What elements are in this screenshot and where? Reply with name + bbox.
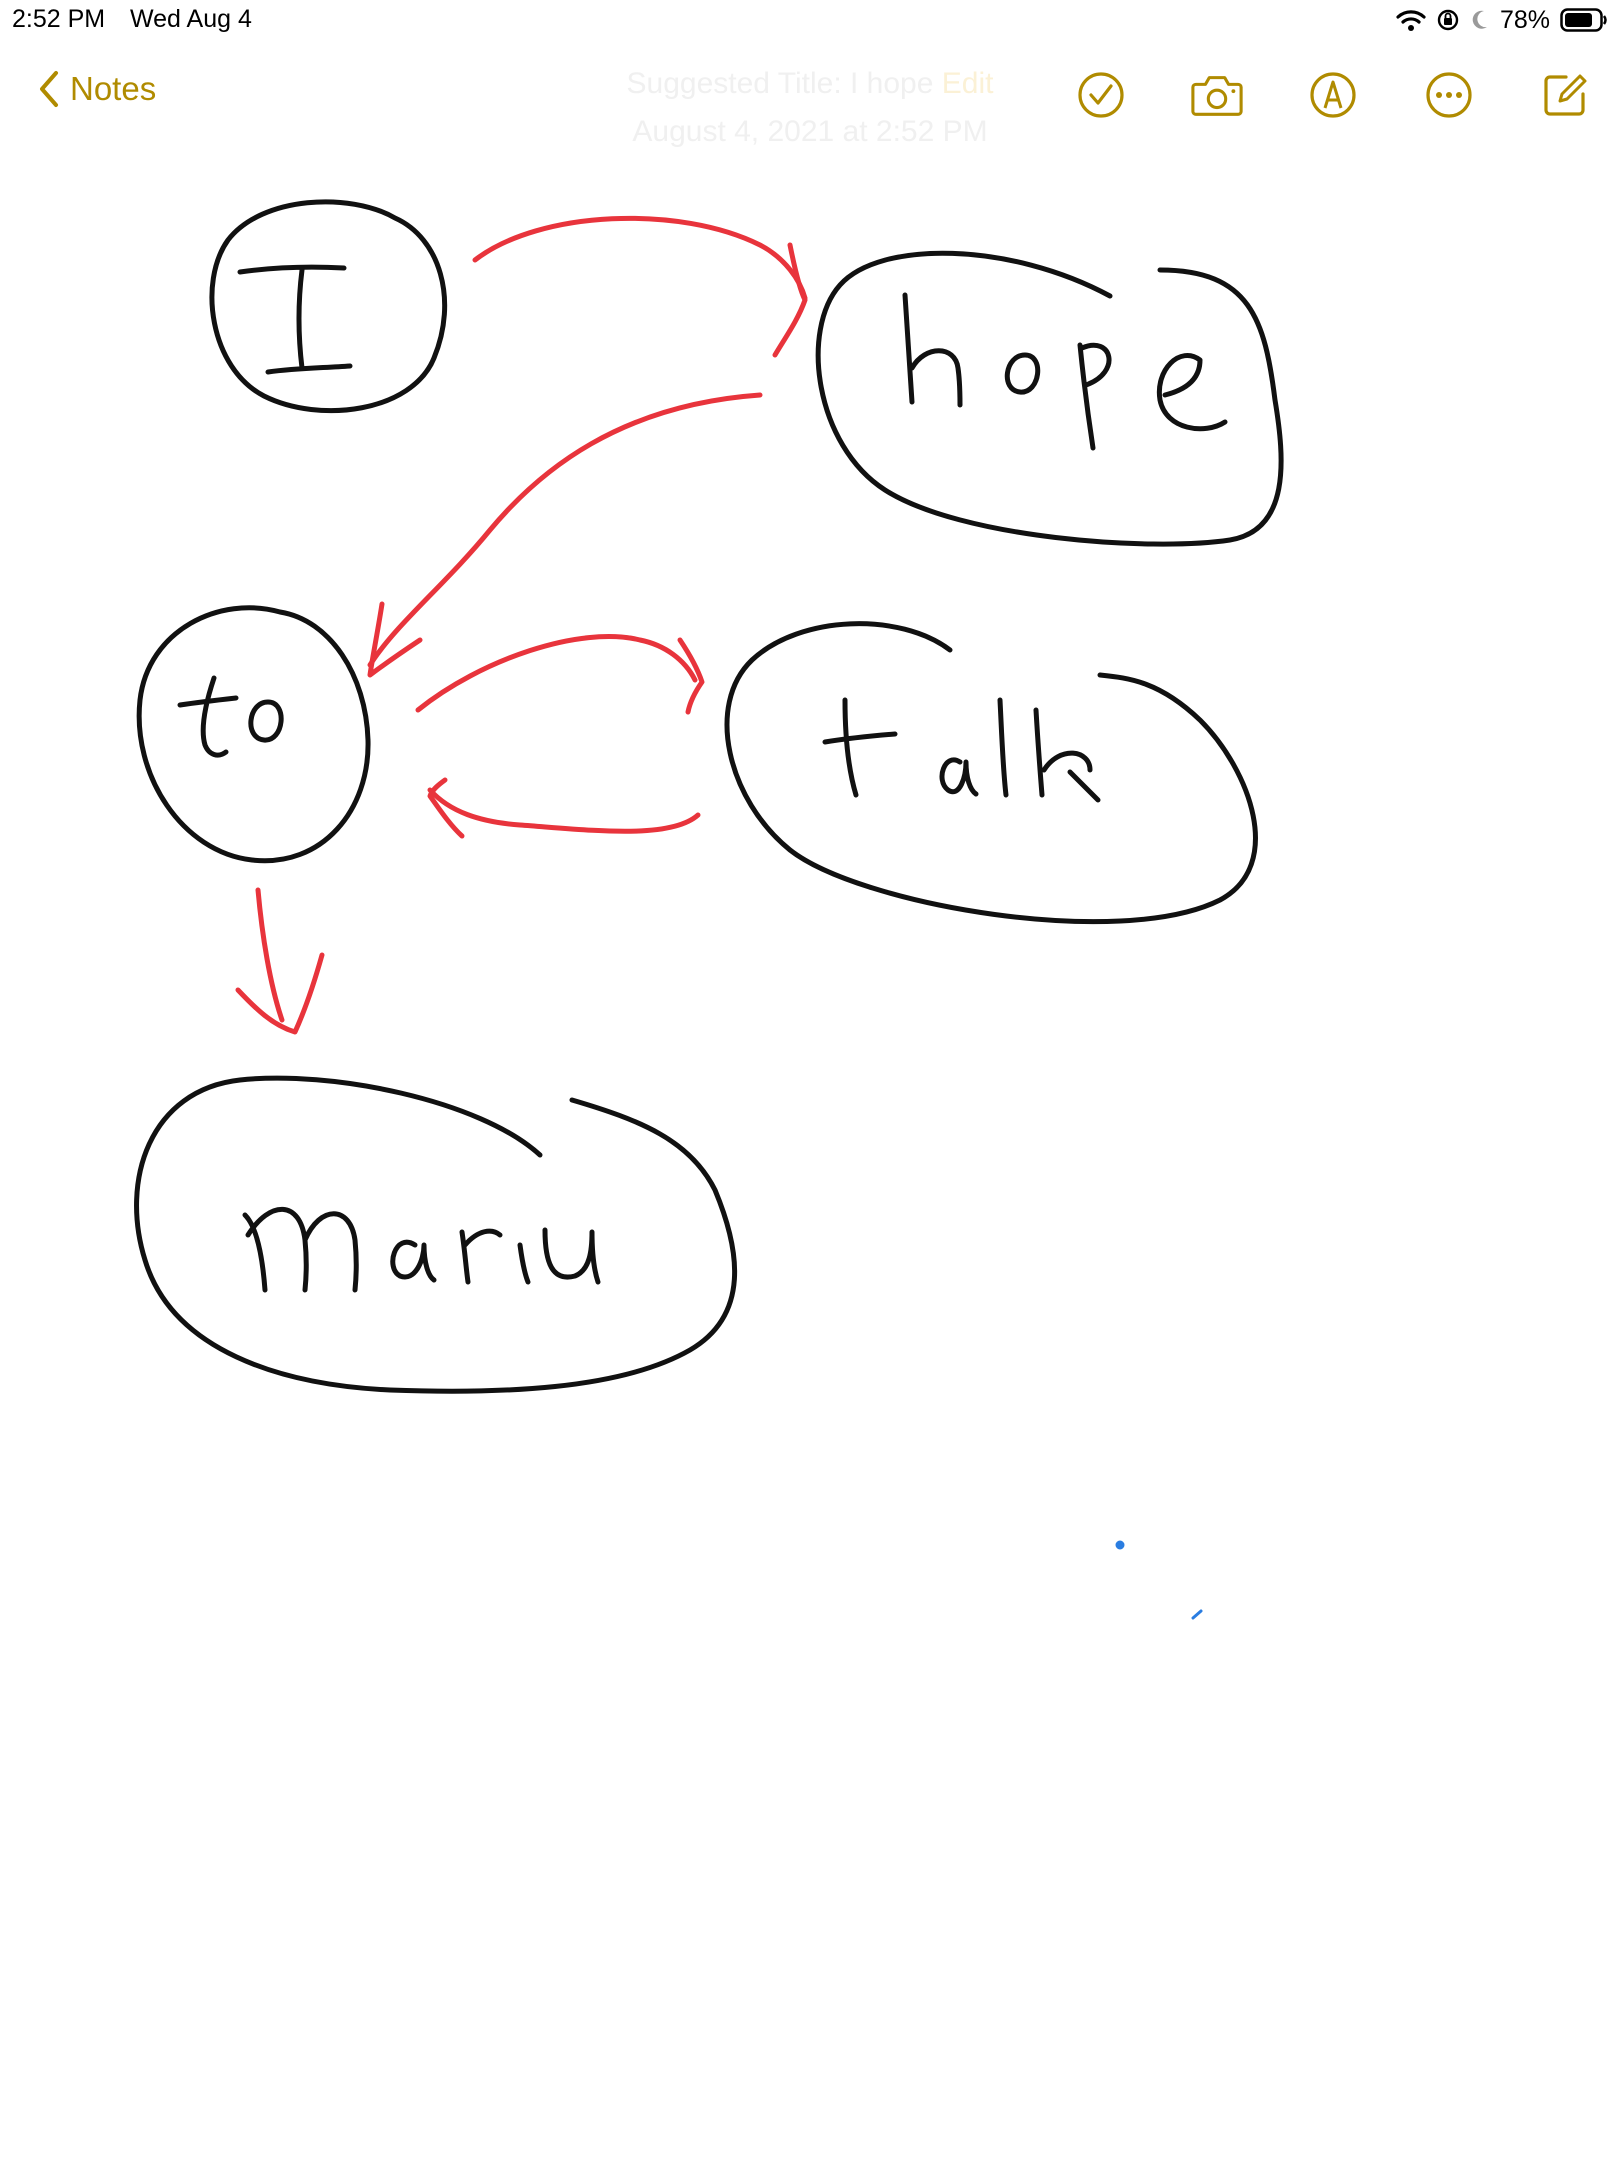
ink-arrow-to-to-maria bbox=[255, 887, 285, 1023]
ink-word-maria bbox=[242, 1206, 601, 1293]
wifi-icon bbox=[1396, 10, 1426, 31]
ink-bubble-to bbox=[136, 605, 371, 864]
camera-icon bbox=[1191, 76, 1243, 116]
more-button[interactable] bbox=[1422, 68, 1476, 122]
ink-word-i bbox=[237, 264, 353, 375]
ink-arrowhead-hope-to-to bbox=[367, 601, 423, 678]
note-date: August 4, 2021 at 2:52 PM bbox=[632, 115, 988, 148]
ink-bubble-i bbox=[209, 199, 448, 414]
back-label: Notes bbox=[70, 70, 157, 107]
status-bar: 2:52 PM Wed Aug 4 78% bbox=[0, 0, 1620, 40]
checklist-icon bbox=[1078, 72, 1124, 118]
chevron-left-icon bbox=[40, 71, 58, 107]
nav-bar: Notes Suggested Title: I hope Edit Augus… bbox=[0, 52, 1620, 182]
markup-pen-icon bbox=[1310, 72, 1356, 118]
more-icon bbox=[1426, 72, 1472, 118]
moon-icon bbox=[1472, 10, 1487, 29]
ink-blue-dot-2 bbox=[1191, 1609, 1203, 1620]
edit-title-link[interactable]: Edit bbox=[941, 67, 994, 100]
status-date: Wed Aug 4 bbox=[130, 5, 252, 33]
ink-arrowhead-to-to-maria bbox=[235, 952, 325, 1035]
ink-arrow-to-to-talk bbox=[415, 634, 698, 713]
suggested-title: Suggested Title: I hope bbox=[626, 67, 934, 100]
camera-button[interactable] bbox=[1190, 68, 1244, 122]
ink-word-to bbox=[177, 675, 284, 758]
ink-arrow-hope-to-to bbox=[367, 392, 763, 668]
battery-icon bbox=[1560, 8, 1607, 32]
ink-arrow-i-to-hope bbox=[472, 215, 808, 301]
ink-arrowhead-talk-to-to bbox=[427, 777, 465, 839]
status-time: 2:52 PM bbox=[12, 5, 106, 33]
markup-button[interactable] bbox=[1306, 68, 1360, 122]
ink-arrowhead-i-to-hope bbox=[772, 242, 808, 358]
ink-blue-dot-1 bbox=[1115, 1540, 1125, 1550]
ink-bubble-talk bbox=[724, 621, 1258, 925]
note-header: Suggested Title: I hope Edit August 4, 2… bbox=[0, 60, 1620, 156]
ink-word-hope bbox=[902, 292, 1228, 451]
compose-icon bbox=[1544, 74, 1587, 116]
ink-arrow-talk-to-to bbox=[427, 787, 701, 834]
ink-bubble-maria bbox=[134, 1075, 738, 1394]
compose-button[interactable] bbox=[1538, 68, 1592, 122]
ink-arrowhead-to-to-talk bbox=[677, 637, 705, 715]
toolbar bbox=[1074, 68, 1592, 122]
ink-word-talk bbox=[822, 697, 1101, 803]
checklist-button[interactable] bbox=[1074, 68, 1128, 122]
ink-bubble-hope bbox=[815, 250, 1284, 547]
back-button[interactable]: Notes bbox=[38, 70, 156, 108]
status-icons: 78% bbox=[1396, 3, 1608, 37]
orientation-lock-icon bbox=[1437, 9, 1459, 31]
battery-percent: 78% bbox=[1499, 5, 1550, 34]
